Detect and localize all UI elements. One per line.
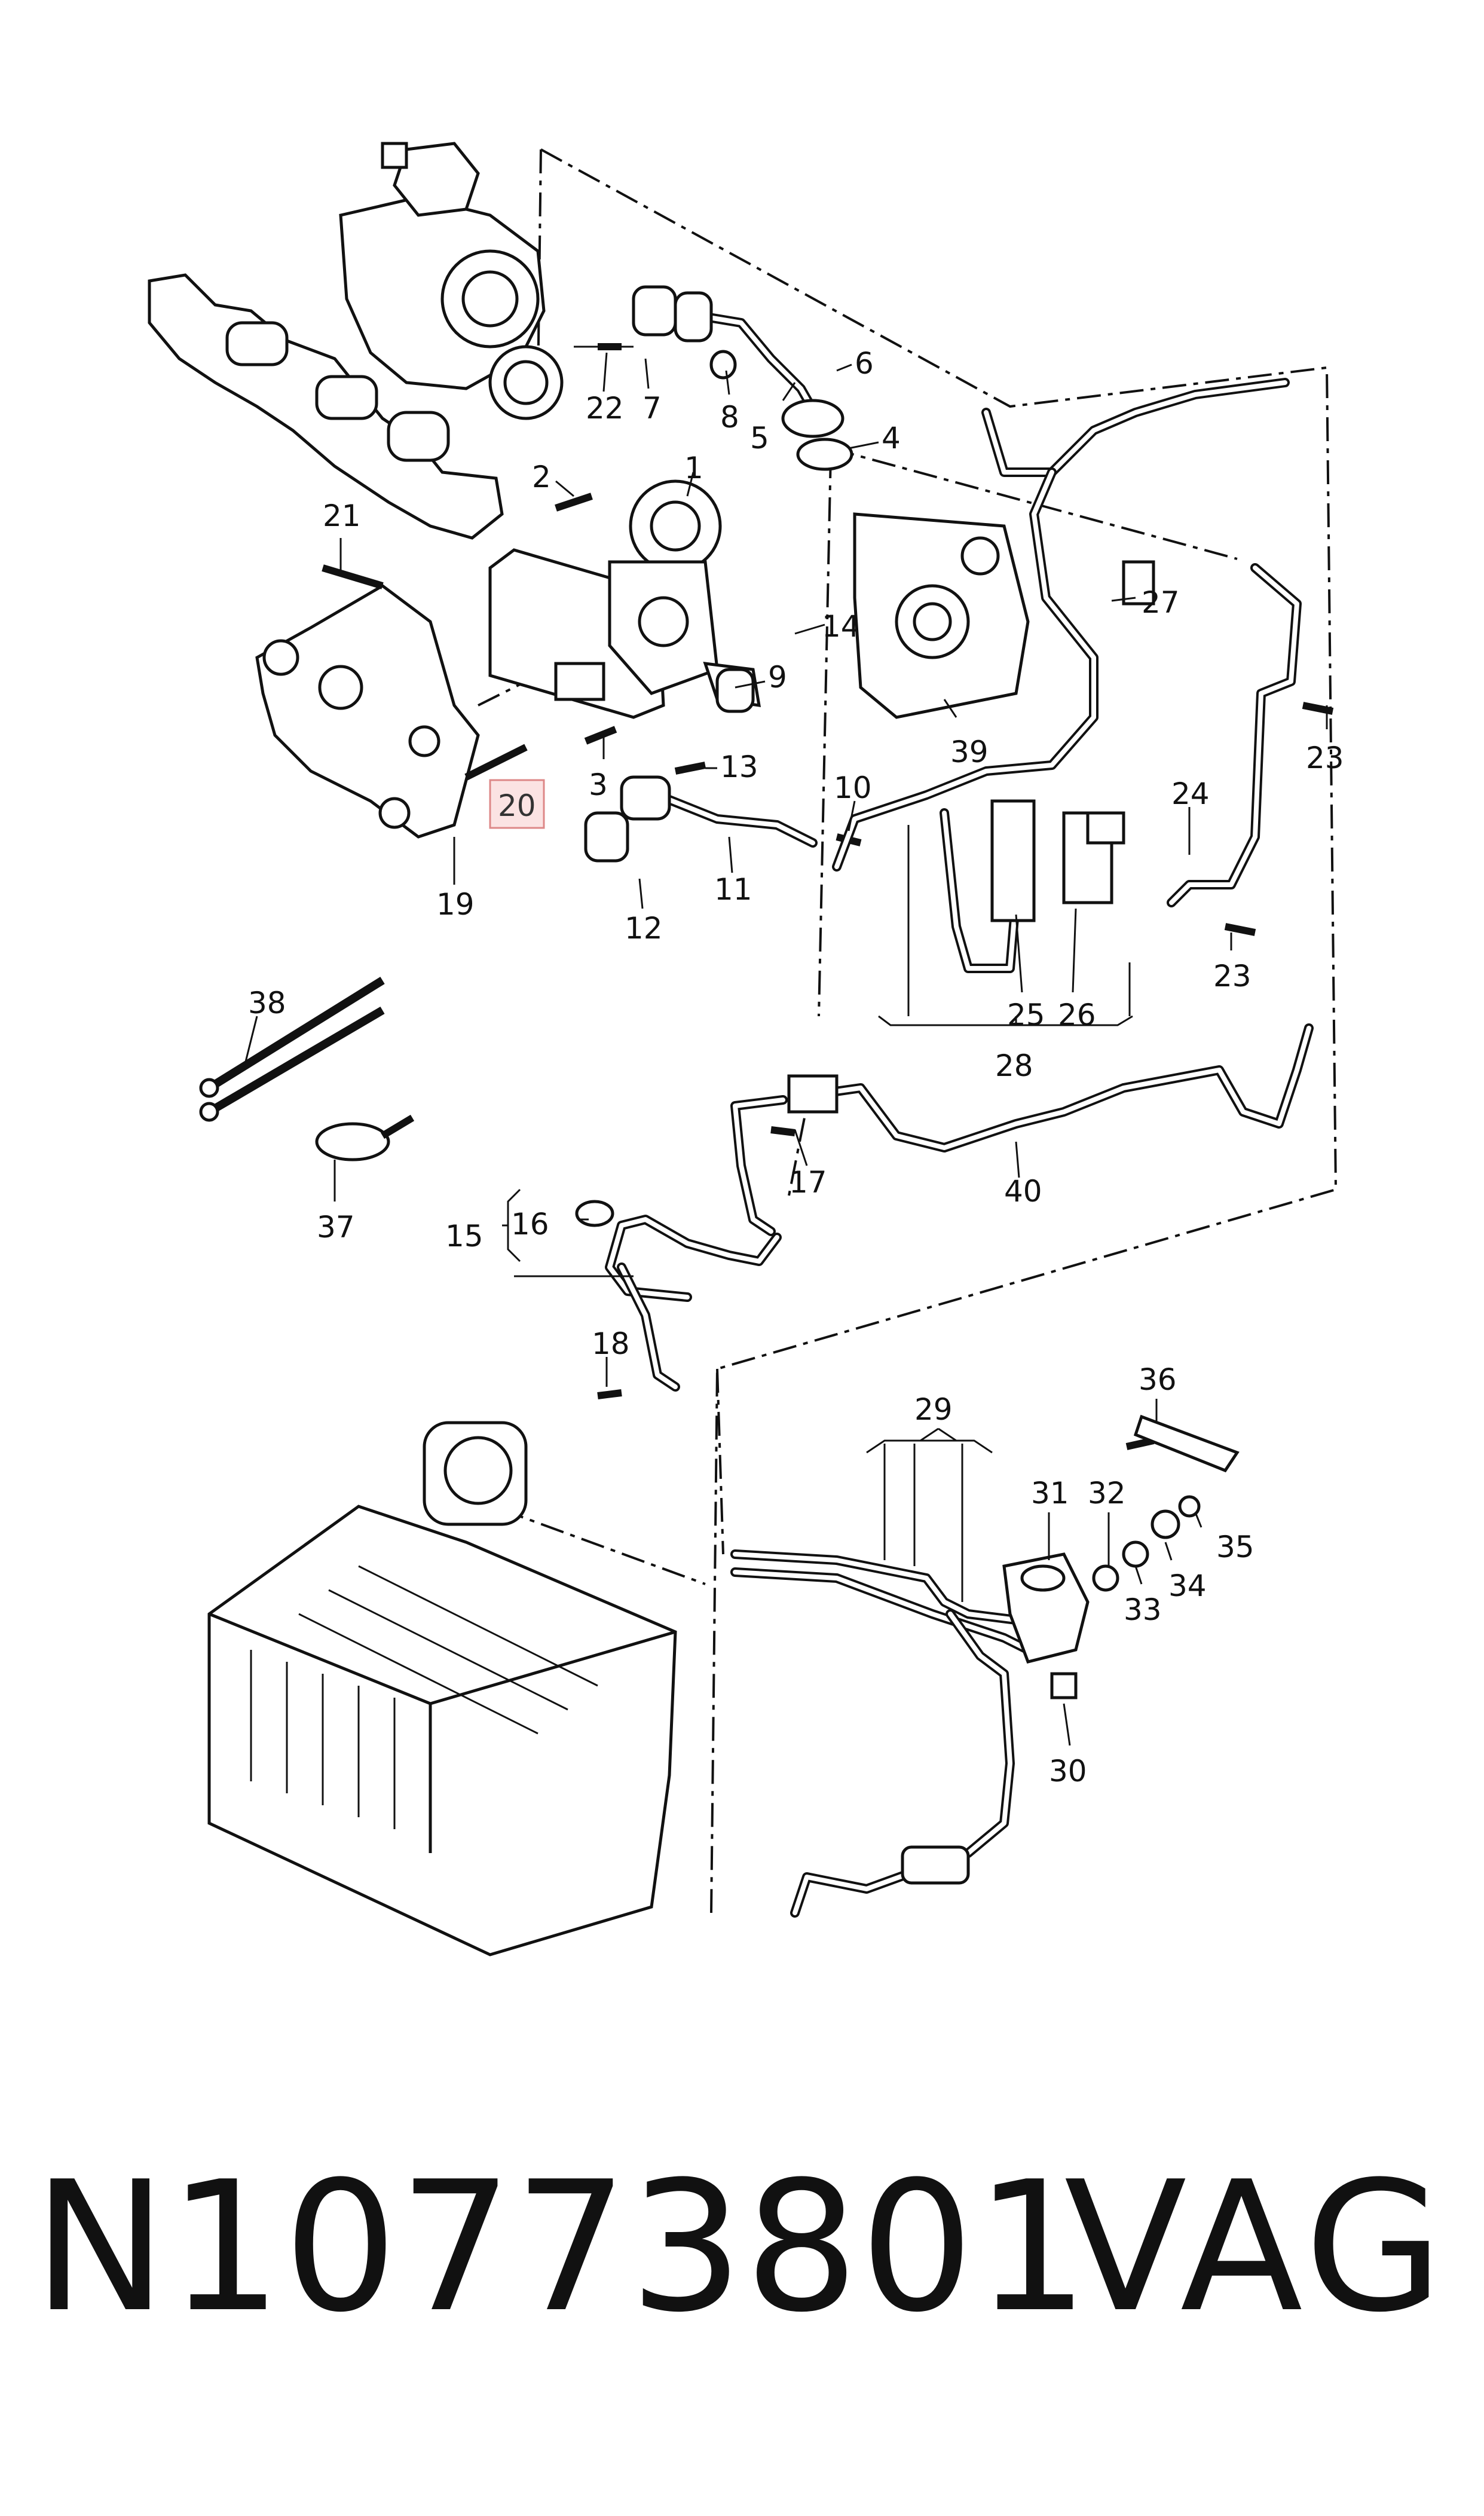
callout-20: 20 bbox=[498, 788, 536, 823]
highlight-box bbox=[489, 779, 545, 829]
callout-35: 35 bbox=[1216, 1530, 1254, 1564]
callout-labels: 1 2 3 4 5 6 7 8 9 10 11 12 13 14 15 16 1… bbox=[248, 346, 1344, 1789]
callout-12: 12 bbox=[625, 911, 663, 946]
callout-17: 17 bbox=[789, 1165, 827, 1200]
callout-8: 8 bbox=[720, 400, 739, 435]
callout-23-lower: 23 bbox=[1213, 959, 1252, 993]
callout-4: 4 bbox=[882, 421, 901, 455]
callout-5: 5 bbox=[750, 421, 769, 455]
callout-27: 27 bbox=[1142, 585, 1180, 620]
callout-26: 26 bbox=[1058, 998, 1096, 1032]
callout-18: 18 bbox=[592, 1326, 630, 1361]
callout-23-upper: 23 bbox=[1306, 741, 1344, 775]
callout-1: 1 bbox=[684, 451, 703, 485]
callout-13: 13 bbox=[720, 750, 758, 784]
callout-37: 37 bbox=[317, 1210, 355, 1245]
callout-21: 21 bbox=[323, 499, 361, 533]
callout-38: 38 bbox=[248, 986, 286, 1020]
callout-10: 10 bbox=[834, 771, 872, 805]
lower-vacuum-system bbox=[730, 1414, 1240, 1918]
callout-36: 36 bbox=[1139, 1362, 1177, 1397]
callout-9: 9 bbox=[768, 660, 787, 695]
egr-cooler-valve bbox=[488, 479, 761, 719]
callout-34: 34 bbox=[1168, 1569, 1207, 1603]
solenoid-valves bbox=[990, 560, 1155, 922]
callout-7: 7 bbox=[642, 391, 662, 426]
callout-32: 32 bbox=[1088, 1476, 1126, 1511]
callout-16: 16 bbox=[511, 1207, 549, 1242]
turbocharger-assembly bbox=[148, 142, 564, 540]
callout-2: 2 bbox=[532, 460, 551, 494]
callout-6: 6 bbox=[855, 346, 874, 381]
callout-14: 14 bbox=[822, 609, 860, 644]
vacuum-hose-40 bbox=[730, 1023, 1314, 1236]
leader-lines bbox=[244, 352, 1328, 1746]
callout-33: 33 bbox=[1124, 1592, 1162, 1627]
egr-pipe-upper bbox=[574, 285, 853, 471]
callout-29: 29 bbox=[914, 1392, 953, 1427]
egr-pipe-lower bbox=[584, 668, 818, 863]
callout-25: 25 bbox=[1007, 998, 1045, 1032]
parts-exploded-diagram: 1 2 3 4 5 6 7 8 9 10 11 12 13 14 15 16 1… bbox=[148, 142, 1344, 1956]
callout-28: 28 bbox=[995, 1048, 1033, 1083]
callout-40: 40 bbox=[1004, 1174, 1042, 1209]
part-number: N10773801 bbox=[33, 2143, 1091, 2352]
callout-3: 3 bbox=[589, 768, 608, 802]
brand-label: VAG bbox=[1064, 2143, 1448, 2352]
footer: N10773801 VAG bbox=[0, 2128, 1484, 2379]
callout-39: 39 bbox=[950, 735, 989, 769]
callout-24: 24 bbox=[1171, 776, 1210, 811]
hose-15 bbox=[575, 1200, 782, 1392]
vacuum-hoses-upper bbox=[832, 378, 1302, 973]
air-filter-housing bbox=[207, 1421, 677, 1956]
callout-31: 31 bbox=[1031, 1476, 1069, 1511]
callout-11: 11 bbox=[714, 872, 752, 907]
callout-22: 22 bbox=[586, 391, 624, 426]
callout-15: 15 bbox=[445, 1219, 484, 1254]
cylinder-head-cover bbox=[853, 512, 1030, 719]
callout-30: 30 bbox=[1049, 1754, 1087, 1789]
bracket bbox=[255, 584, 480, 839]
callout-19: 19 bbox=[436, 887, 475, 922]
cable-ties bbox=[199, 977, 415, 1161]
